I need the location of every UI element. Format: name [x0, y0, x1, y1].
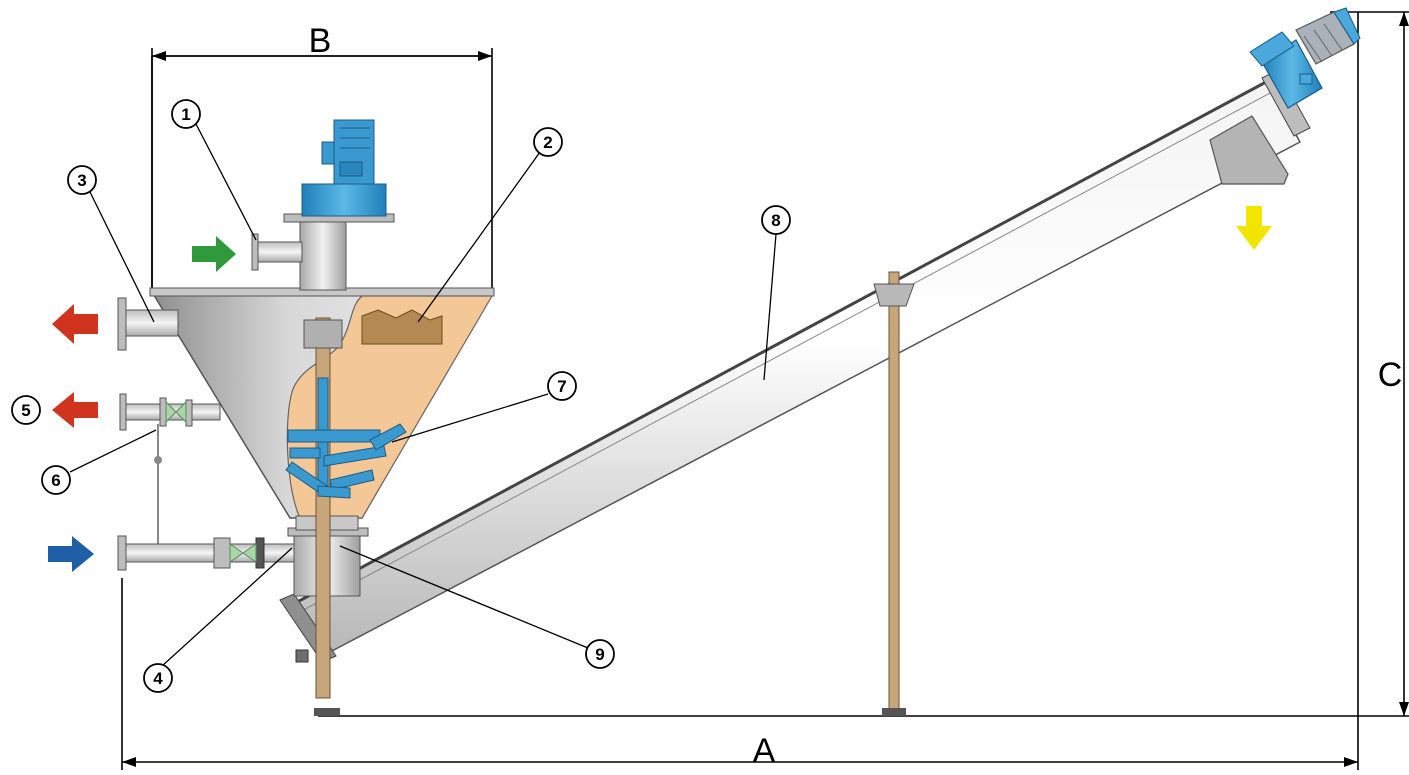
svg-text:3: 3 [77, 171, 86, 190]
dimension-lines [121, 11, 1409, 770]
discharge-chute [1209, 115, 1289, 185]
callout-4: 4 [143, 663, 173, 693]
inlet-pipe-top [251, 233, 303, 271]
callout-3: 3 [67, 165, 97, 195]
callout-2: 2 [533, 127, 563, 157]
flow-arrow-discharge [1236, 206, 1272, 250]
callout-5: 5 [11, 395, 41, 425]
svg-text:2: 2 [543, 133, 552, 152]
support-foot-left [314, 708, 340, 716]
flow-arrow-inlet-bottom [48, 536, 94, 572]
flow-arrow-inlet-top [192, 236, 236, 272]
dimension-label-b: B [309, 22, 332, 60]
callout-7: 7 [547, 371, 577, 401]
dimension-label-a: A [753, 732, 776, 770]
hopper-drive-motor [283, 119, 395, 291]
flow-arrow-outlet-middle [52, 392, 98, 428]
vent-pipe-upper [117, 297, 179, 351]
overflow-pipe [119, 393, 221, 431]
inlet-pipe-bottom [117, 535, 295, 571]
callout-1: 1 [171, 99, 201, 129]
callout-leaders [69, 123, 777, 667]
svg-text:7: 7 [557, 377, 566, 396]
svg-text:5: 5 [21, 401, 30, 420]
conveyor-drive-motor [1249, 7, 1361, 109]
svg-text:8: 8 [771, 211, 780, 230]
callout-9: 9 [585, 639, 615, 669]
support-leg-middle [873, 271, 915, 716]
level-link [154, 424, 162, 548]
svg-text:9: 9 [595, 645, 604, 664]
callout-8: 8 [761, 205, 791, 235]
svg-text:4: 4 [153, 669, 163, 688]
dimension-arrowheads [122, 12, 1409, 767]
dimension-label-c: C [1378, 356, 1403, 394]
flow-arrow-outlet-upper [52, 304, 98, 344]
svg-text:6: 6 [51, 471, 60, 490]
agitator [285, 317, 407, 699]
callout-6: 6 [41, 465, 71, 495]
svg-text:1: 1 [181, 105, 190, 124]
